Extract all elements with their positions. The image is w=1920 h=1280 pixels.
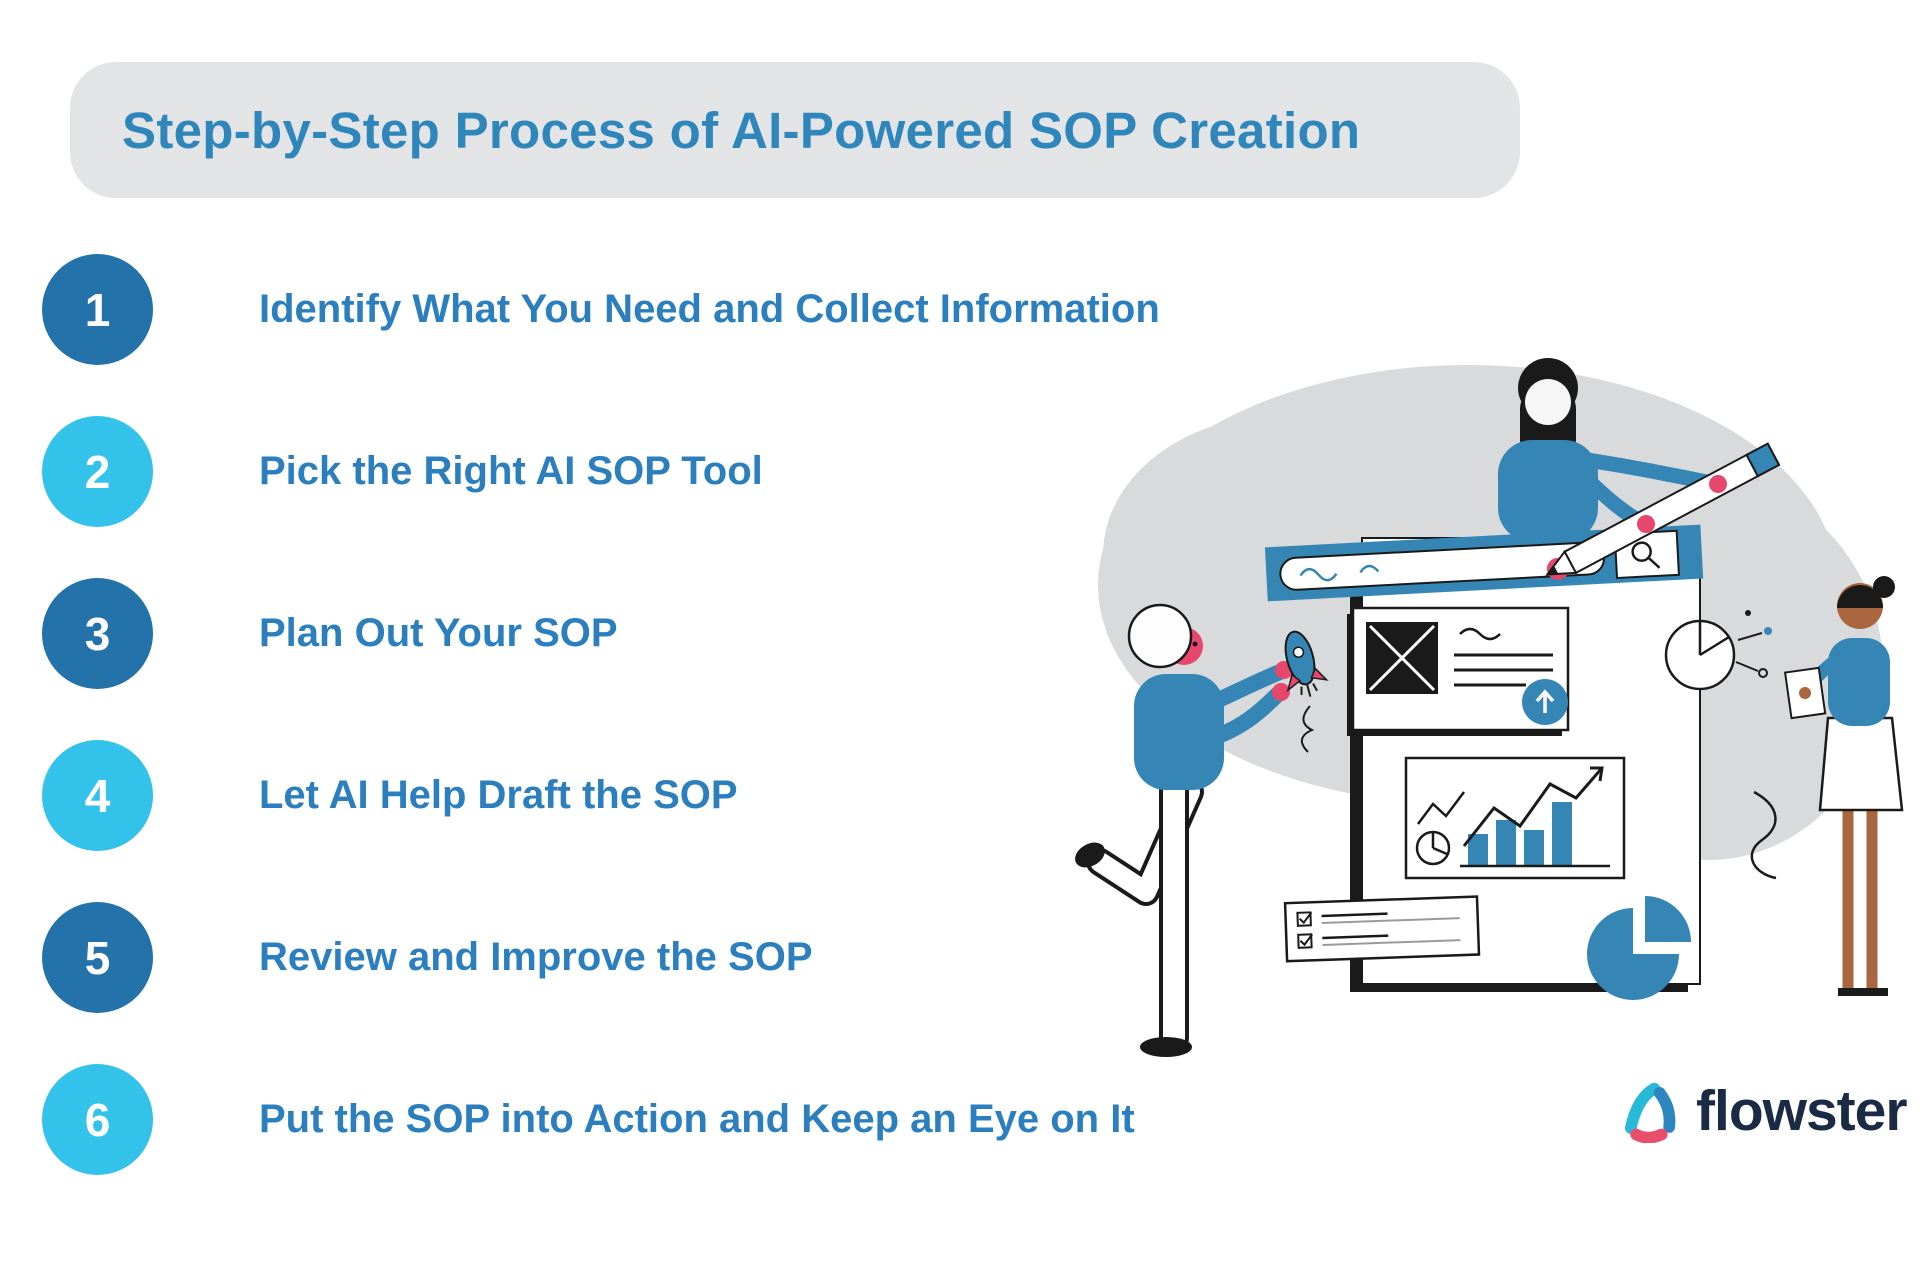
flowster-logo-text: flowster — [1696, 1079, 1908, 1143]
step-number-badge: 3 — [42, 578, 153, 689]
step-row-5: 5 Review and Improve the SOP — [42, 902, 1160, 1013]
search-squiggle — [1299, 567, 1338, 582]
step-row-2: 2 Pick the Right AI SOP Tool — [42, 416, 1160, 527]
pie-chart-outline — [1664, 610, 1772, 691]
step-row-6: 6 Put the SOP into Action and Keep an Ey… — [42, 1064, 1160, 1175]
person-right — [1783, 576, 1904, 996]
step-number-badge: 5 — [42, 902, 153, 1013]
illustration — [1048, 340, 1920, 1070]
title-banner: Step-by-Step Process of AI-Powered SOP C… — [70, 62, 1520, 198]
decor-squiggle — [1750, 790, 1777, 880]
step-label: Identify What You Need and Collect Infor… — [259, 287, 1160, 331]
magnifier-icon — [1631, 541, 1661, 569]
rocket — [1284, 630, 1329, 697]
step-row-4: 4 Let AI Help Draft the SOP — [42, 740, 1160, 851]
hand-left-2 — [1272, 683, 1290, 701]
illustration-graphic — [1075, 358, 1904, 1057]
step-row-3: 3 Plan Out Your SOP — [42, 578, 1160, 689]
hand-top-left — [1637, 515, 1655, 533]
step-label: Pick the Right AI SOP Tool — [259, 449, 763, 493]
content-card — [1347, 606, 1570, 736]
rocket-trail — [1301, 705, 1315, 753]
pencil — [1545, 442, 1781, 580]
search-squiggle — [1359, 564, 1380, 574]
bar-chart-card — [1404, 756, 1626, 880]
trend-line — [1462, 767, 1604, 847]
step-label: Review and Improve the SOP — [259, 935, 813, 979]
flowster-logo-icon — [1624, 1082, 1676, 1143]
step-number-badge: 2 — [42, 416, 153, 527]
flowster-logo: flowster — [1618, 1078, 1908, 1144]
step-label: Let AI Help Draft the SOP — [259, 773, 738, 817]
person-left — [1075, 603, 1293, 1057]
page-title: Step-by-Step Process of AI-Powered SOP C… — [122, 101, 1361, 159]
bar-chart-bars — [1468, 802, 1572, 866]
pie-chart-blue — [1587, 896, 1691, 1000]
checklist-card — [1283, 895, 1481, 963]
step-number-badge: 4 — [42, 740, 153, 851]
step-label: Plan Out Your SOP — [259, 611, 618, 655]
steps-list: 1 Identify What You Need and Collect Inf… — [42, 254, 1160, 1175]
step-number-badge: 6 — [42, 1064, 153, 1175]
step-label: Put the SOP into Action and Keep an Eye … — [259, 1097, 1135, 1141]
hand-top-right — [1709, 475, 1727, 493]
step-row-1: 1 Identify What You Need and Collect Inf… — [42, 254, 1160, 365]
step-number-badge: 1 — [42, 254, 153, 365]
upload-arrow-icon — [1522, 679, 1568, 725]
